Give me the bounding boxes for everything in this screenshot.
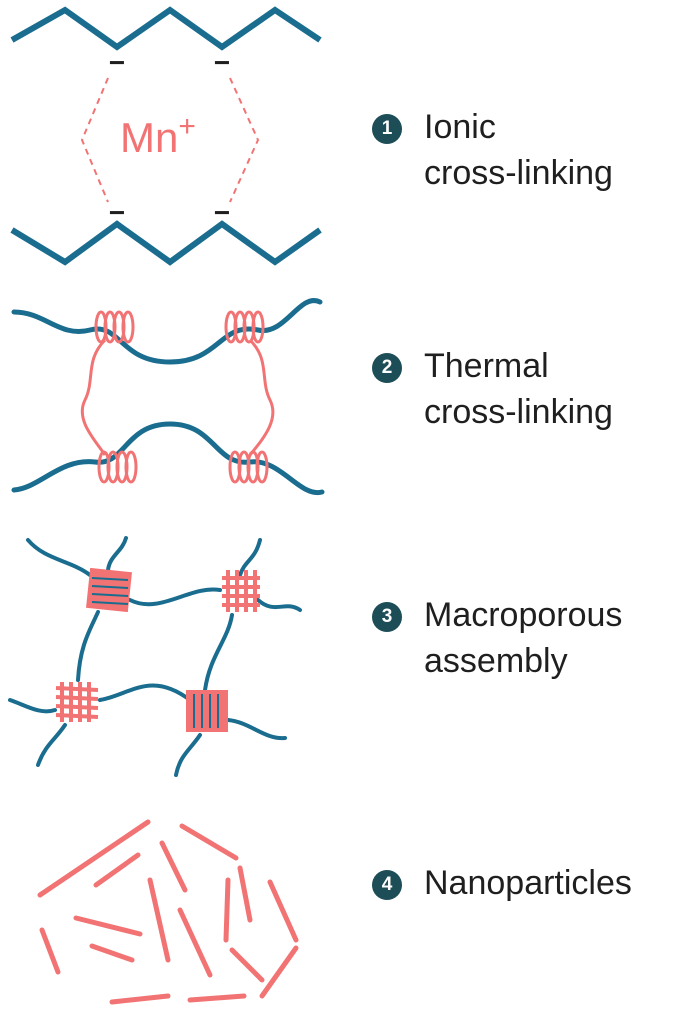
polymer-chain-bottom: [10, 220, 322, 266]
nanorod: [177, 907, 213, 978]
nanorod: [259, 945, 299, 999]
step-badge-1: 1: [372, 114, 402, 144]
method-macroporous-assembly: 3 Macroporous assembly: [372, 592, 622, 684]
metal-ion-label: Mn+: [120, 110, 196, 161]
method-label-line: assembly: [424, 642, 568, 680]
method-nanoparticles: 4 Nanoparticles: [372, 860, 632, 906]
method-label-4: Nanoparticles: [424, 860, 632, 906]
polymer-chain-lower: [11, 421, 325, 496]
thermal-linker-left: [80, 338, 107, 456]
nanorod: [147, 877, 171, 963]
crystal-block-top-right: [222, 570, 260, 612]
helix-top-left: [94, 310, 135, 344]
nanorod: [159, 840, 188, 893]
helix-bottom-left: [97, 450, 138, 484]
chain-e: [256, 598, 302, 612]
chain-a: [26, 538, 92, 577]
crystal-block-top-left: [86, 567, 132, 613]
polymer-chain-top: [10, 6, 322, 51]
nanorod: [223, 877, 231, 943]
ionic-bond-left: [80, 77, 109, 203]
nanoparticles-illustration: [37, 819, 299, 1005]
helix-top-right: [224, 310, 265, 344]
chain-k: [226, 718, 287, 741]
method-ionic-crosslinking: 1 Ionic cross-linking: [372, 104, 613, 196]
nanorod: [89, 943, 135, 963]
method-label-line: Ionic: [424, 108, 496, 146]
step-badge-3: 3: [372, 602, 402, 632]
method-label-1: Ionic cross-linking: [424, 104, 613, 196]
charge-bottom-right: −: [214, 197, 230, 228]
thermal-crosslinking-illustration: [11, 298, 325, 496]
ionic-bond-right: [229, 77, 260, 203]
nanorod: [187, 993, 247, 1003]
step-badge-4: 4: [372, 870, 402, 900]
ionic-crosslinking-illustration: − − − − Mn+: [10, 6, 322, 266]
method-label-3: Macroporous assembly: [424, 592, 622, 684]
method-label-line: cross-linking: [424, 154, 613, 192]
method-label-line: cross-linking: [424, 393, 613, 431]
nanorod: [267, 879, 299, 943]
nanorod: [37, 819, 151, 898]
method-label-line: Thermal: [424, 347, 549, 385]
chain-h: [8, 698, 57, 714]
chain-b: [106, 536, 128, 572]
chain-c: [128, 587, 222, 607]
chain-j: [36, 723, 67, 767]
polymer-chain-upper: [11, 298, 323, 365]
nanorod: [73, 915, 143, 937]
crystal-block-bottom-right: [186, 690, 228, 732]
method-label-line: Macroporous: [424, 596, 623, 634]
nanorod: [179, 823, 239, 861]
nanorod: [39, 927, 61, 975]
charge-top-right: −: [214, 47, 230, 78]
crystal-block-bottom-left: [55, 682, 99, 722]
thermal-linker-right: [248, 338, 275, 456]
step-badge-2: 2: [372, 353, 402, 383]
helix-bottom-right: [228, 450, 269, 484]
charge-bottom-left: −: [109, 197, 125, 228]
method-label-2: Thermal cross-linking: [424, 343, 613, 435]
chain-l: [174, 733, 202, 777]
method-label-line: Nanoparticles: [424, 864, 632, 902]
chain-f: [76, 610, 100, 682]
nanorod: [109, 993, 171, 1005]
chain-i: [98, 683, 192, 702]
charge-top-left: −: [109, 47, 125, 78]
method-thermal-crosslinking: 2 Thermal cross-linking: [372, 343, 613, 435]
chain-g: [203, 613, 234, 692]
chain-d: [238, 538, 262, 577]
nanorod: [237, 865, 253, 923]
nanorod: [229, 947, 265, 983]
macroporous-assembly-illustration: [8, 536, 302, 777]
nanorod: [93, 852, 141, 888]
